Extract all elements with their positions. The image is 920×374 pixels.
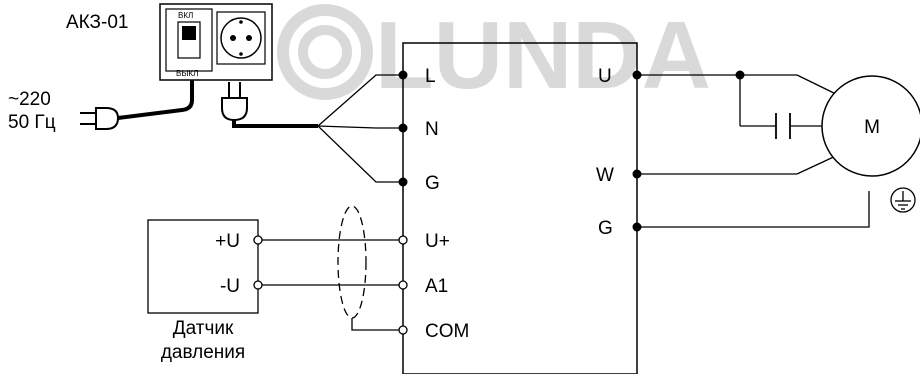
power-switch[interactable]: [177, 21, 201, 59]
terminal-a1: [398, 280, 408, 290]
terminal-l: [398, 70, 408, 80]
signal-wires: [262, 239, 399, 331]
terminal-label-g: G: [425, 173, 440, 194]
supply-frequency-label: 50 Гц: [8, 112, 56, 133]
watermark-text: LUNDA: [375, 2, 711, 109]
sensor-plus-terminal: [253, 235, 263, 245]
supply-voltage-label: ~220: [8, 89, 51, 110]
frequency-converter: [402, 42, 638, 374]
sensor-name-line1: Датчик: [173, 318, 234, 339]
terminal-g-input: [398, 177, 408, 187]
sensor-name-line2: давления: [161, 342, 245, 363]
switch-block: ВКЛ ВЫКЛ: [159, 3, 273, 81]
left-terminals: [398, 70, 408, 335]
terminal-u-plus: [398, 235, 408, 245]
capacitor-icon: [775, 113, 791, 139]
terminal-com: [398, 325, 408, 335]
terminal-label-com: COM: [425, 321, 469, 342]
sensor-minus-label: -U: [220, 276, 240, 297]
mains-plug-icon: [80, 107, 120, 130]
sensor-plus-label: +U: [215, 231, 240, 252]
terminal-label-u-plus: U+: [425, 231, 450, 252]
drive-plug-icon: [221, 82, 248, 122]
terminal-label-w: W: [596, 165, 614, 186]
terminal-n: [398, 123, 408, 133]
capacitor-junction: [735, 70, 745, 80]
terminal-label-g-out: G: [598, 218, 613, 239]
watermark: LUNDA: [277, 2, 711, 109]
switch-off-label: ВЫКЛ: [176, 69, 198, 78]
terminal-label-n: N: [425, 119, 439, 140]
terminal-label-a1: A1: [425, 276, 448, 297]
cable-shield: [337, 205, 367, 319]
switch-on-label: ВКЛ: [178, 11, 193, 20]
socket-outlet: [216, 11, 266, 65]
motor-label: M: [864, 117, 880, 138]
power-input-wires: [317, 74, 403, 183]
protective-earth-icon: [890, 187, 916, 213]
switch-block-label: АКЗ-01: [66, 12, 128, 33]
sensor-minus-terminal: [253, 280, 263, 290]
terminal-label-l: L: [425, 66, 436, 87]
motor-icon: M: [821, 75, 920, 177]
terminal-label-u: U: [598, 66, 612, 87]
drive-cable: [232, 120, 318, 128]
supply-cable: [117, 80, 194, 120]
pressure-sensor-box: [147, 219, 259, 314]
